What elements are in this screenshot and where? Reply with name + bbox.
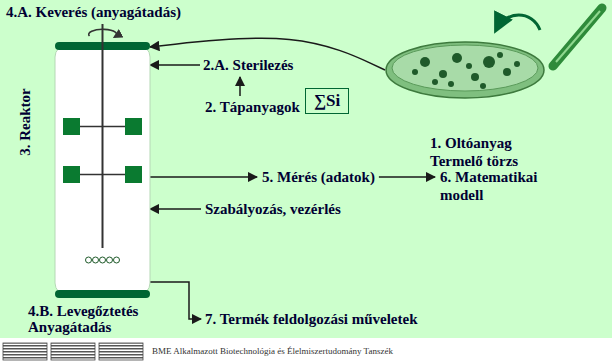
flow-arrow [379,176,435,178]
inoculum-dish: 1. Oltóanyag Termelő törzs [385,22,555,170]
step-label: 5. Mérés (adatok) [262,168,375,186]
step-label: Szabályozás, vezérlés [205,200,341,218]
reactor-vessel: 3. Reaktor [55,42,150,298]
step-label: 6. Matematikai modell [440,168,565,204]
logo [3,343,143,360]
step-label: Szabályozás, vezérlés [205,200,341,218]
flow-arrow [239,77,241,96]
flow-arrow [150,282,201,319]
flow-arrow [150,64,200,66]
green-ground [0,0,612,338]
step-label: 6. Matematikai modell [440,168,565,204]
footer-strip [0,338,612,364]
step-label: 2. Tápanyagok [205,98,300,116]
step-label: 4.B. Levegőztetés Anyagátadás [28,303,178,335]
flow-arrow [150,176,257,178]
inoculation-tube [553,8,602,66]
nutrient-sum-box: ∑Si [305,88,349,114]
reactor-label: 3. Reaktor [16,88,34,156]
step-label: 5. Mérés (adatok) [262,168,375,186]
step-label: 4.B. Levegőztetés Anyagátadás [28,303,178,335]
step-label: 2.A. Sterilezés [203,56,293,74]
flow-arrow [150,208,201,210]
step-label: 7. Termék feldolgozási műveletek [205,310,417,328]
step-label: 4.A. Keverés (anyagátadás) [6,3,181,21]
transfer-arrow [496,15,540,30]
step-label: 2. Tápanyagok [205,98,300,116]
step-label: 1. Oltóanyag Termelő törzs [430,134,555,170]
reactor-drawing [55,42,150,298]
step-label: 4.A. Keverés (anyagátadás) [6,3,181,21]
step-label: 2.A. Sterilezés [203,56,293,74]
petri-dish [385,22,555,122]
footer-text: BME Alkalmazott Biotechnológia és Élelmi… [152,346,393,356]
nutrient-sum: ∑Si [314,92,340,110]
step-label: 7. Termék feldolgozási műveletek [205,310,417,328]
